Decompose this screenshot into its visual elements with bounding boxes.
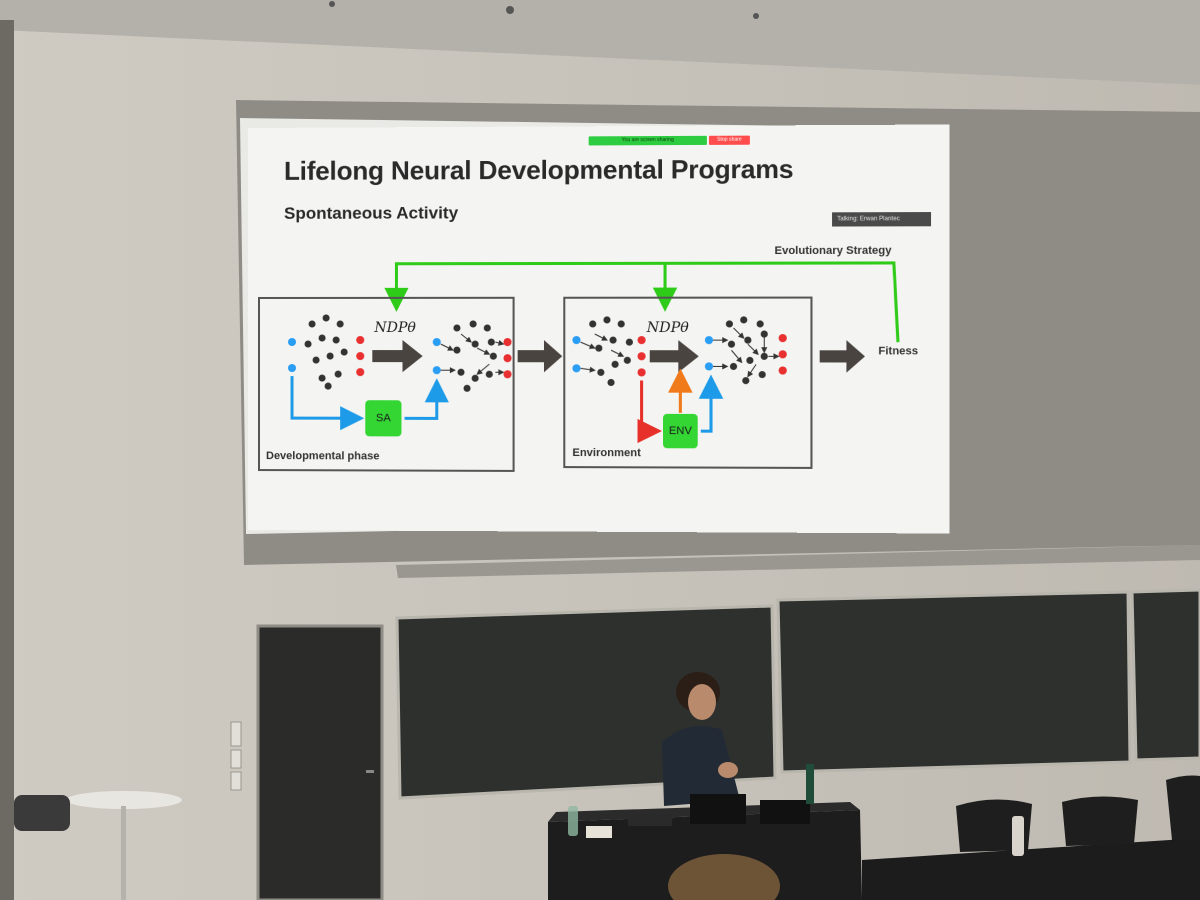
sa-box: SA (365, 400, 401, 436)
fitness-arrow (820, 340, 865, 373)
network-developed (433, 320, 512, 391)
ndp-diagram (248, 124, 950, 533)
laptop (690, 794, 746, 824)
ndp-label-1: NDPθ (374, 320, 416, 336)
developmental-phase-label: Developmental phase (266, 450, 379, 462)
fitness-label: Fitness (878, 345, 918, 357)
phase-transition-arrow (518, 340, 563, 372)
env-box: ENV (663, 414, 698, 448)
ndp-arrow-2 (650, 340, 699, 372)
water-bottle (568, 806, 578, 836)
chair (1166, 776, 1200, 841)
network-initial (288, 314, 364, 389)
ndp-label-2: NDPθ (647, 320, 689, 336)
network-env-output (705, 316, 787, 384)
chair (1062, 796, 1138, 846)
door (258, 626, 382, 900)
blackboard-middle (778, 592, 1130, 772)
ndp-arrow-1 (372, 340, 422, 372)
presentation-slide: You are screen sharing Stop share Lifelo… (248, 124, 950, 533)
environment-label: Environment (572, 447, 640, 459)
evolutionary-strategy-label: Evolutionary Strategy (775, 245, 892, 257)
bag (14, 795, 70, 831)
blackboard-right (1132, 590, 1200, 760)
network-env-input (572, 316, 645, 386)
